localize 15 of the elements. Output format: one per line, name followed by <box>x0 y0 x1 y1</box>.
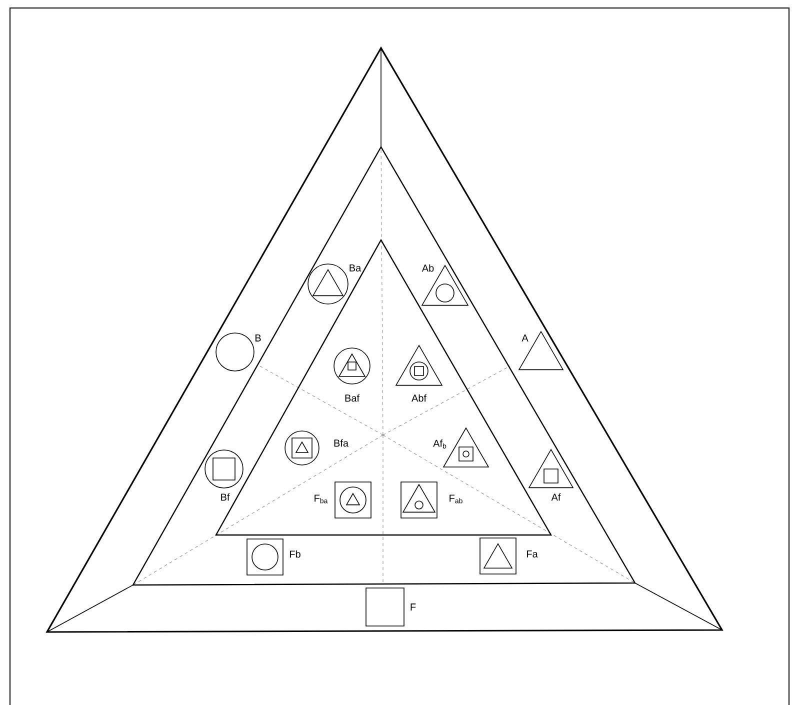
letter-label: Fb <box>290 550 300 558</box>
letter-label: Af$_{b}$ <box>433 440 446 448</box>
letter-label: Abf <box>412 394 427 402</box>
letter-label: Af <box>551 493 561 501</box>
letter-label: Bfa <box>334 439 349 447</box>
letter-label: Ab <box>422 264 434 272</box>
letter-label: Baf <box>345 394 360 402</box>
letter-label: F$_{ba}$ <box>314 494 328 504</box>
letter-label: Ba <box>350 264 362 272</box>
letter-label: B <box>255 334 261 342</box>
letter-label: Bf <box>221 493 230 501</box>
letter-label: F$_{ab}$ <box>450 494 462 504</box>
letter-label: Fa <box>526 550 538 558</box>
letter-label: A <box>522 334 528 342</box>
letter-label: F <box>410 604 416 610</box>
